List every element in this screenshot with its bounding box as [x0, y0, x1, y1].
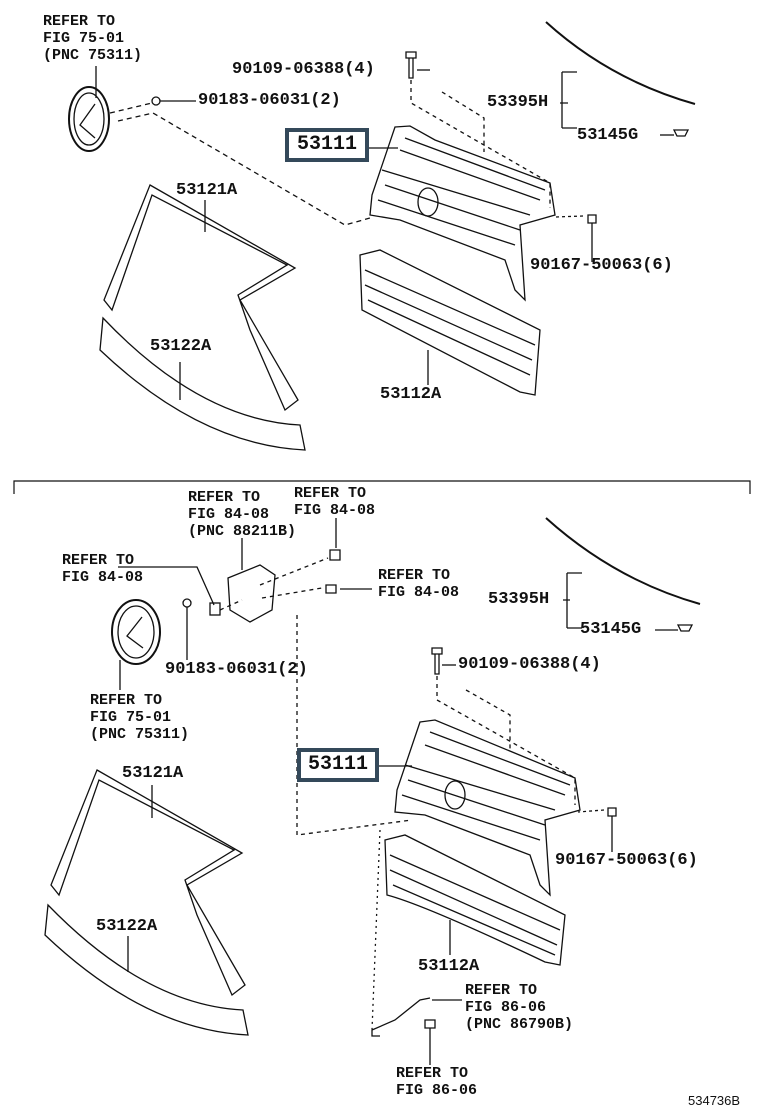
camera	[371, 997, 436, 1037]
ref-line: REFER TO	[90, 692, 163, 709]
grille-part-number-bottom[interactable]: 53111	[297, 748, 379, 782]
bolt-top	[405, 51, 417, 79]
grille-top	[369, 125, 556, 302]
ref-line: REFER TO	[43, 13, 116, 30]
ref-line: FIG 84-08	[62, 569, 144, 586]
lower-molding-bottom	[44, 903, 249, 1036]
ref-line: REFER TO	[294, 485, 367, 502]
lower-molding-top	[99, 316, 306, 451]
ref-line: FIG 75-01	[90, 709, 172, 726]
ref-line: (PNC 86790B)	[465, 1016, 574, 1033]
section-divider	[13, 480, 751, 494]
molding-clip-part-number-bottom[interactable]: 53145G	[580, 620, 642, 639]
ref-line: REFER TO	[465, 982, 538, 999]
ref-line: FIG 84-08	[188, 506, 270, 523]
upper-molding-part-number-bottom[interactable]: 53121A	[122, 764, 184, 783]
figure-id: 534736B	[688, 1093, 741, 1108]
lower-molding-part-number-top[interactable]: 53122A	[150, 337, 212, 356]
lower-molding-part-number-bottom[interactable]: 53122A	[96, 917, 158, 936]
ref-line: (PNC 75311)	[90, 726, 190, 743]
lower-grille-part-number-bottom[interactable]: 53112A	[418, 957, 480, 976]
upper-molding-bottom	[50, 769, 246, 997]
ref-line: REFER TO	[62, 552, 135, 569]
upper-molding-part-number-top[interactable]: 53121A	[176, 181, 238, 200]
ref-line: FIG 86-06	[396, 1082, 478, 1099]
clip-part-number-top[interactable]: 90167-50063(6)	[530, 256, 673, 275]
ref-line: (PNC 75311)	[43, 47, 143, 64]
molding-group-part-number-top[interactable]: 53395H	[487, 93, 549, 112]
lower-grille-top	[359, 249, 541, 396]
emblem-nut-part-number-top[interactable]: 90183-06031(2)	[198, 91, 341, 110]
ref-line: FIG 75-01	[43, 30, 125, 47]
ref-line: REFER TO	[378, 567, 451, 584]
ref-line: FIG 86-06	[465, 999, 547, 1016]
ref-line: REFER TO	[188, 489, 261, 506]
clip-part-number-bottom[interactable]: 90167-50063(6)	[555, 851, 698, 870]
lower-grille-bottom	[384, 834, 566, 966]
emblem-nut-part-number-bottom[interactable]: 90183-06031(2)	[165, 660, 308, 679]
bolt-part-number-top[interactable]: 90109-06388(4)	[232, 60, 375, 79]
molding-clip-part-number-top[interactable]: 53145G	[577, 126, 639, 145]
emblem-bottom	[111, 599, 161, 665]
ref-line: REFER TO	[396, 1065, 469, 1082]
ref-line: FIG 84-08	[294, 502, 376, 519]
bolt-part-number-bottom[interactable]: 90109-06388(4)	[458, 655, 601, 674]
ref-line: (PNC 88211B)	[188, 523, 297, 540]
ref-line: FIG 84-08	[378, 584, 460, 601]
emblem-top	[68, 86, 110, 152]
molding-group-part-number-bottom[interactable]: 53395H	[488, 590, 550, 609]
sensor	[209, 564, 276, 623]
lower-grille-part-number-top[interactable]: 53112A	[380, 385, 442, 404]
grille-part-number-top[interactable]: 53111	[285, 128, 369, 162]
grille-bottom	[394, 719, 581, 897]
upper-molding-top	[103, 184, 299, 412]
